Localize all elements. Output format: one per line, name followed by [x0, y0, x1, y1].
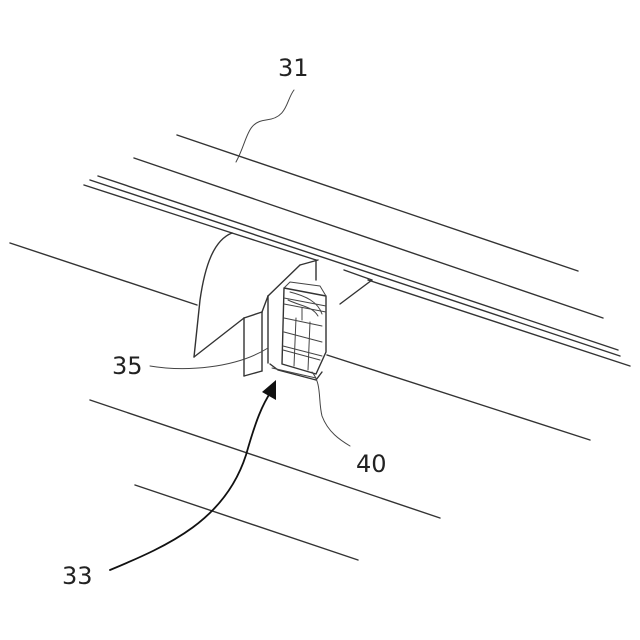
upper-rail — [84, 135, 620, 356]
leader-40 — [312, 372, 350, 446]
leader-33 — [110, 390, 272, 570]
arrowhead-33 — [262, 380, 276, 400]
leader-35 — [150, 348, 268, 369]
reference-label-40: 40 — [356, 452, 387, 476]
clip-insert — [270, 282, 326, 380]
reference-label-33: 33 — [62, 564, 93, 588]
reference-label-35: 35 — [112, 354, 143, 378]
leader-31 — [236, 90, 294, 162]
reference-label-31: 31 — [278, 56, 309, 80]
